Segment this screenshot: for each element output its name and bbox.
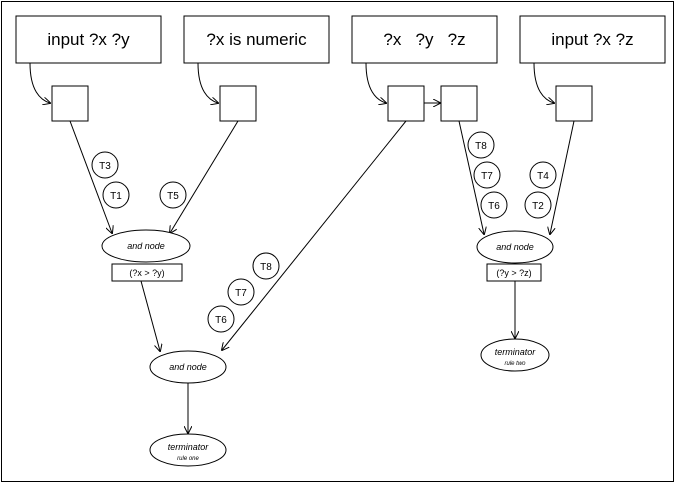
and-node-right [476, 230, 554, 264]
pattern-box-input-x-y: input ?x ?y [15, 15, 162, 64]
terminator-rule: rule one [177, 456, 199, 462]
pattern-label: ?x is numeric [206, 30, 307, 49]
test-label: (?x > ?y) [129, 268, 164, 278]
token-stack-left: T3 T1 [91, 151, 130, 209]
and-node-label: and node [127, 241, 165, 251]
token-label: T4 [537, 171, 549, 182]
token-label: T6 [215, 315, 227, 326]
pattern-label: input ?x ?y [47, 30, 130, 49]
test-label: (?y > ?z) [496, 268, 531, 278]
pattern-connector [365, 62, 386, 103]
token [207, 305, 235, 333]
token-stack-numeric: T5 [159, 181, 187, 209]
alpha-memory-node [219, 85, 257, 122]
and-node-label: and node [169, 362, 207, 372]
token [227, 278, 255, 306]
pattern-connector [29, 62, 50, 103]
token [473, 161, 501, 189]
token [480, 191, 508, 219]
terminator-label: terminator [495, 347, 537, 357]
alpha-memory-node [555, 85, 593, 122]
token [529, 161, 557, 189]
token [91, 151, 119, 179]
alpha-memory-node [440, 85, 478, 122]
flow-line [550, 120, 575, 234]
flow-line [170, 120, 239, 233]
token-label: T1 [110, 191, 122, 202]
token-label: T8 [260, 262, 272, 273]
pattern-connector [197, 62, 218, 103]
token-label: T7 [235, 288, 247, 299]
pattern-box-x-y-z: ?x ?y ?z [351, 15, 498, 64]
test-box-left [111, 263, 183, 282]
terminator-rule-two [480, 338, 550, 372]
token-stack-middle: T8 T7 T6 [207, 252, 280, 333]
token-label: T5 [167, 191, 179, 202]
terminator-rule-one [149, 433, 227, 467]
pattern-box-x-is-numeric: ?x is numeric [183, 15, 330, 64]
test-box-right [486, 263, 542, 282]
token [467, 131, 495, 159]
token [524, 191, 552, 219]
token [102, 181, 130, 209]
and-node-left [101, 229, 191, 263]
token-stack-right-a: T8 T7 T6 [467, 131, 508, 219]
flow-line [222, 120, 407, 350]
token-label: T8 [475, 141, 487, 152]
terminator-rule: rule two [504, 361, 526, 367]
pattern-box-input-x-z: input ?x ?z [519, 15, 666, 64]
flow-line [458, 120, 484, 234]
token-label: T7 [481, 171, 493, 182]
alpha-memory-node [387, 85, 425, 122]
and-node-label: and node [496, 242, 534, 252]
alpha-memory-node [51, 85, 89, 122]
terminator-label: terminator [168, 442, 210, 452]
flow-line [69, 120, 112, 233]
flow-line [140, 280, 160, 351]
pattern-label: input ?x ?z [551, 30, 633, 49]
token-label: T3 [99, 161, 111, 172]
token-label: T6 [488, 201, 500, 212]
token-stack-right-b: T4 T2 [524, 161, 557, 219]
token [159, 181, 187, 209]
token [252, 252, 280, 280]
token-label: T2 [532, 201, 544, 212]
pattern-connector [533, 62, 554, 103]
pattern-label: ?x ?y ?z [383, 30, 465, 49]
